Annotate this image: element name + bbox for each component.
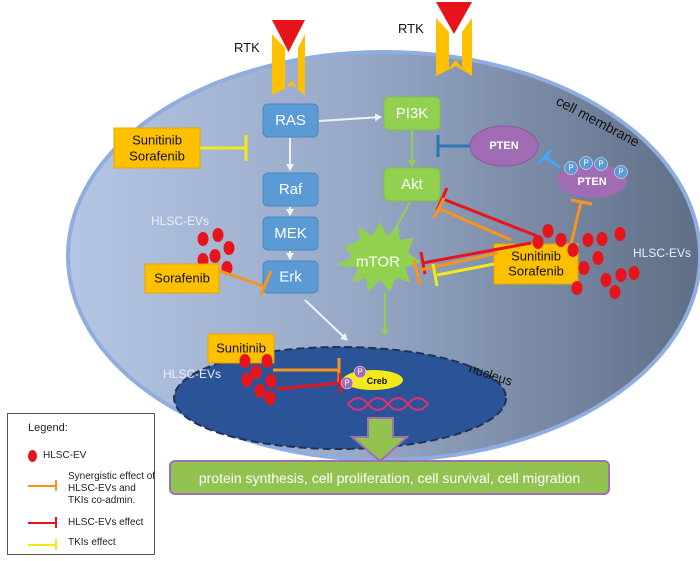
arrow-erk-nucleus xyxy=(304,299,348,341)
dna-icon xyxy=(347,397,429,411)
synergistic-inhibit-erk-cap xyxy=(259,270,273,296)
tki-effect-line-icon xyxy=(28,544,55,546)
svg-text:Sorafenib: Sorafenib xyxy=(129,149,185,164)
hlsc-ev-cluster-creb xyxy=(239,354,277,405)
ras-node: RAS xyxy=(262,103,319,138)
svg-text:Creb: Creb xyxy=(367,376,388,386)
outcome-arrow xyxy=(349,417,410,463)
erk-node: Erk xyxy=(262,260,319,294)
arrow-akt-mtor xyxy=(387,201,411,243)
akt-node: Akt xyxy=(383,167,441,202)
svg-text:mTOR: mTOR xyxy=(356,254,400,271)
pi3k-node: PI3K xyxy=(383,96,441,131)
hlsc-inhibit-creb-cap xyxy=(338,372,343,394)
creb-node: P P Creb xyxy=(340,365,403,390)
phosphate-groups: P P P P xyxy=(564,156,628,179)
mek-node: MEK xyxy=(262,216,319,251)
svg-text:P: P xyxy=(583,159,588,168)
hlsc-effect-line-icon xyxy=(28,522,55,524)
hlsc-ev-dot-icon xyxy=(28,450,37,462)
drug-box-ras: Sunitinib Sorafenib xyxy=(113,127,201,169)
svg-text:Raf: Raf xyxy=(279,181,303,198)
ppten-inhibit-pten-cap xyxy=(536,148,553,166)
synergistic-cap-icon xyxy=(55,480,57,491)
raf-node: Raf xyxy=(262,172,319,207)
ppten-inhibit-pten xyxy=(544,155,561,170)
svg-text:PTEN: PTEN xyxy=(489,140,518,152)
pten-node: PTEN xyxy=(469,125,539,167)
outcome-text: protein synthesis, cell proliferation, c… xyxy=(198,469,581,486)
svg-text:Erk: Erk xyxy=(279,269,302,286)
rtk-receptor-right xyxy=(436,2,472,76)
synergistic-inhibit-erk xyxy=(219,269,264,288)
arrow-ras-pi3k xyxy=(318,113,382,122)
svg-text:Akt: Akt xyxy=(401,176,424,193)
drug-box-mtor: Sunitinib Sorafenib xyxy=(493,243,579,285)
hlsc-effect-cap-icon xyxy=(55,517,57,528)
svg-text:RAS: RAS xyxy=(275,112,306,129)
svg-text:MEK: MEK xyxy=(274,225,307,242)
svg-text:P: P xyxy=(598,160,603,169)
legend: Legend: HLSC-EV Synergistic effect of HL… xyxy=(7,413,155,555)
hlsc-evs-label-mtor: HLSC-EVs xyxy=(633,246,691,260)
rtk-label-left: RTK xyxy=(234,40,260,55)
drug-box-erk: Sorafenib xyxy=(144,263,220,294)
mtor-node: mTOR xyxy=(336,222,420,292)
tki-effect-cap-icon xyxy=(55,539,57,550)
outcome-box: protein synthesis, cell proliferation, c… xyxy=(169,460,610,495)
svg-text:Sorafenib: Sorafenib xyxy=(508,264,564,279)
synergistic-inhibit-ppten-cap xyxy=(570,198,593,206)
hlsc-evs-label-erk: HLSC-EVs xyxy=(151,214,209,228)
svg-text:Sunitinib: Sunitinib xyxy=(216,341,266,356)
svg-text:Sunitinib: Sunitinib xyxy=(132,133,182,148)
rtk-receptor-left xyxy=(272,20,305,95)
inhibition-lines-akt xyxy=(432,187,538,242)
inhibition-lines-mtor xyxy=(412,241,532,287)
svg-text:PI3K: PI3K xyxy=(396,105,429,122)
svg-text:Sorafenib: Sorafenib xyxy=(154,271,210,286)
svg-text:P: P xyxy=(344,379,349,388)
svg-text:P: P xyxy=(568,164,573,173)
svg-text:P: P xyxy=(618,168,623,177)
synergistic-inhibit-ppten xyxy=(568,201,583,249)
svg-text:Sunitinib: Sunitinib xyxy=(511,249,561,264)
svg-text:PTEN: PTEN xyxy=(577,176,606,188)
hlsc-inhibit-creb xyxy=(275,381,341,391)
rtk-label-right: RTK xyxy=(398,21,424,36)
svg-text:P: P xyxy=(357,368,362,377)
legend-title: Legend: xyxy=(28,422,68,434)
hlsc-ev-cluster-mtor xyxy=(532,224,640,299)
hlsc-evs-label-creb: HLSC-EVs xyxy=(163,367,221,381)
synergistic-line-icon xyxy=(28,485,55,487)
